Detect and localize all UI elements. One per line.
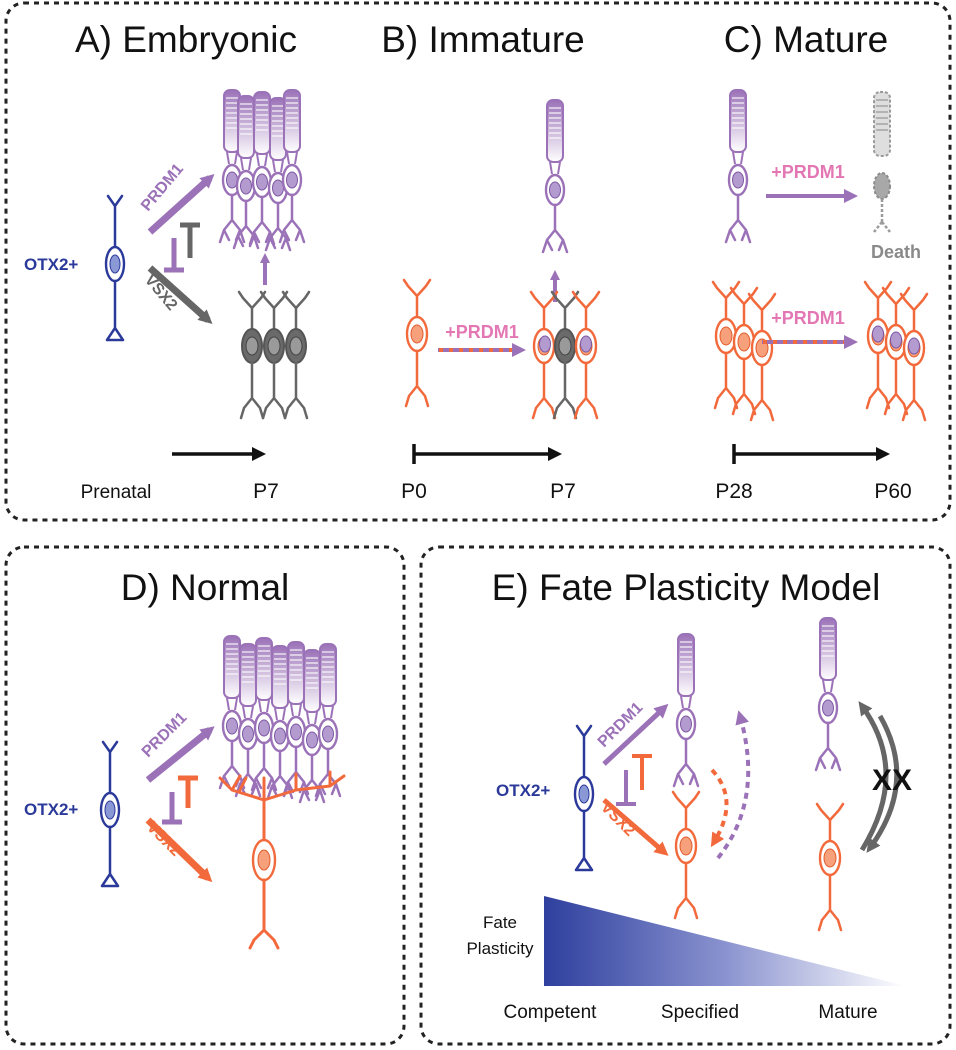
- panel-a: OTX2+ PRDM1 VSX2 Prenatal P7: [24, 88, 311, 503]
- gradient-label-line2: Plasticity: [466, 939, 534, 958]
- panel-c-death-label: Death: [871, 242, 921, 262]
- panel-e-vsx2-arrow: [602, 798, 669, 856]
- panel-c-treatment-bottom: +PRDM1: [771, 308, 845, 328]
- inhibition-icon: [164, 222, 200, 273]
- panel-c: +PRDM1 Death +PRDM1: [711, 88, 929, 503]
- panel-d-frame: [4, 545, 406, 1046]
- blocked-down-arrow: [866, 714, 900, 853]
- progenitor-cell-icon: [99, 740, 121, 888]
- rod-cell-icon: [541, 98, 569, 254]
- panel-e-block-label: XX: [872, 764, 912, 797]
- panel-c-treatment-top: +PRDM1: [771, 162, 845, 182]
- panel-a-time-end: P7: [253, 480, 279, 503]
- rod-cell-icon: [814, 616, 842, 772]
- panel-b: +PRDM1 P0 P7: [401, 98, 601, 503]
- panel-d-vsx2-arrow: [145, 817, 213, 883]
- mixed-cell-cluster: [529, 290, 601, 420]
- inhibition-icon: [162, 775, 198, 825]
- inhibition-icon: [616, 754, 652, 806]
- stage-label-0: Competent: [504, 1002, 598, 1023]
- purple-reversal-arrow: [716, 710, 751, 860]
- panel-d-tf2-label: VSX2: [143, 819, 184, 860]
- gradient-label-line1: Fate: [483, 913, 517, 932]
- stage-label-1: Specified: [661, 1002, 739, 1023]
- panel-e-marker: OTX2+: [496, 781, 550, 800]
- fate-plasticity-gradient: [544, 896, 906, 986]
- progenitor-cell-icon: [104, 194, 126, 342]
- panel-d-prdm1-arrow: [145, 726, 215, 783]
- stage-label-2: Mature: [818, 1002, 877, 1023]
- panel-e-tf1-label: PRDM1: [595, 699, 647, 751]
- panel-b-time-start: P0: [401, 480, 427, 503]
- panel-a-marker: OTX2+: [24, 255, 78, 274]
- panel-d: OTX2+ PRDM1 VSX2: [24, 634, 346, 950]
- rod-cluster: [218, 88, 306, 252]
- bipolar-cell-icon: [671, 790, 701, 920]
- panel-b-time-end: P7: [550, 480, 576, 503]
- bipolar-cell-icon: [218, 770, 346, 950]
- panel-e-frame: [419, 545, 952, 1046]
- bipolar-cell-icon: [815, 802, 845, 932]
- dying-rod-icon: [873, 91, 891, 233]
- rod-cell-icon: [724, 88, 752, 244]
- panel-a-time-start: Prenatal: [81, 482, 152, 503]
- panel-b-title: B) Immature: [381, 19, 585, 60]
- panel-abc-frame: [4, 1, 952, 522]
- blocked-up-arrow: [858, 701, 889, 852]
- bipolar-cluster-left: [711, 280, 777, 422]
- panel-e-title: E) Fate Plasticity Model: [492, 567, 881, 608]
- panel-a-vsx2-arrow: [147, 265, 213, 325]
- progenitor-cell-icon: [573, 724, 595, 872]
- panel-c-time-start: P28: [715, 480, 752, 503]
- rod-cell-icon: [672, 632, 700, 788]
- panel-d-marker: OTX2+: [24, 800, 78, 819]
- panel-a-title: A) Embryonic: [75, 19, 297, 60]
- orange-reversal-arrow: [710, 768, 729, 848]
- panel-d-title: D) Normal: [121, 567, 290, 608]
- bipolar-cluster-right: [863, 280, 929, 422]
- panel-c-time-end: P60: [874, 480, 911, 503]
- panel-e-prdm1-arrow: [602, 703, 669, 766]
- panel-e: OTX2+ PRDM1 VSX2 XX Fate Plasticity Comp…: [466, 616, 912, 1023]
- gray-cell-cluster: [237, 290, 311, 420]
- panel-c-title: C) Mature: [724, 19, 888, 60]
- bipolar-cell-icon: [402, 278, 432, 408]
- panel-b-treatment-label: +PRDM1: [445, 322, 519, 342]
- panel-a-prdm1-arrow: [147, 173, 215, 235]
